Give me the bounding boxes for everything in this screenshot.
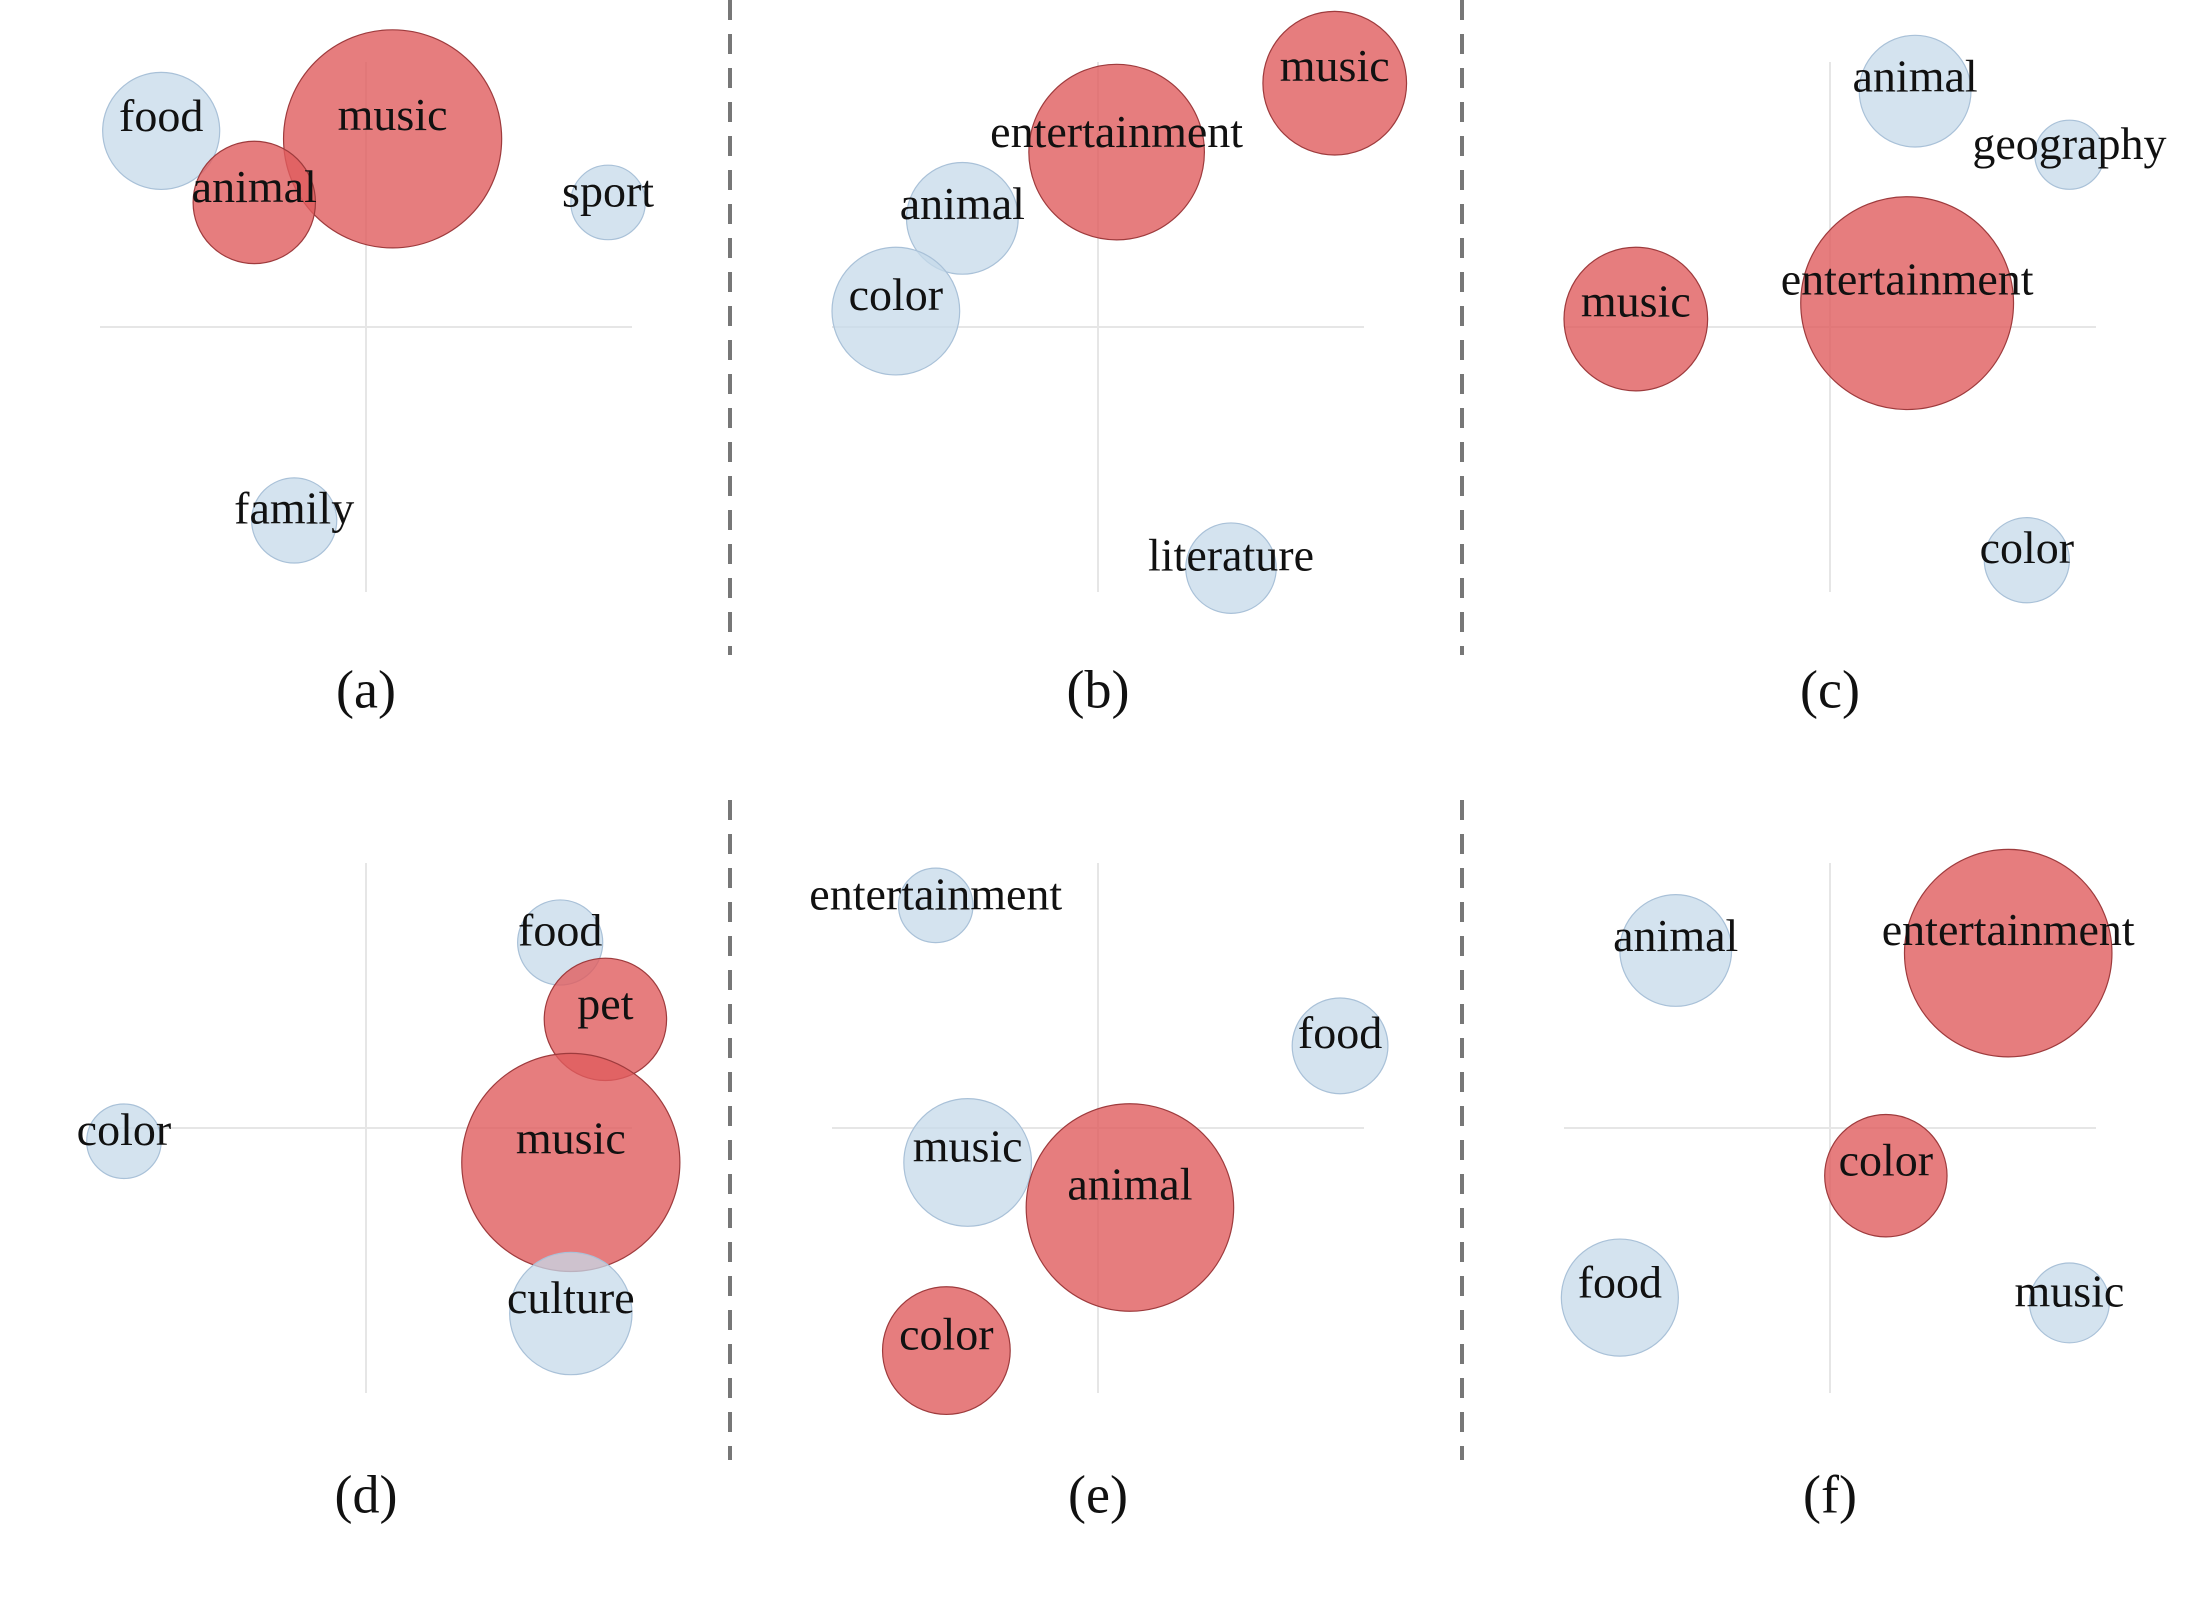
bubble-label-music: music: [516, 1112, 626, 1163]
panel-label: (b): [1067, 659, 1130, 719]
panel-label: (d): [335, 1464, 398, 1524]
bubble-label-color: color: [849, 269, 944, 320]
bubble-label-animal: animal: [1853, 51, 1978, 102]
bubble-family: [251, 477, 338, 564]
bubble-label-sport: sport: [562, 165, 654, 216]
bubble-label-entertainment: entertainment: [990, 106, 1243, 157]
bubble-entertainment: [897, 867, 974, 944]
bubble-color: [831, 246, 961, 376]
bubble-music: [282, 29, 503, 249]
bubble-food: [1560, 1238, 1679, 1357]
bubble-label-color: color: [77, 1104, 172, 1155]
panel-label: (a): [336, 659, 396, 719]
bubble-color: [1983, 517, 2070, 604]
bubble-label-food: food: [1578, 1257, 1662, 1308]
bubble-labels: entertainment food music animal color: [809, 868, 1382, 1359]
bubble-label-entertainment: entertainment: [809, 868, 1062, 919]
bubble-label-food: food: [119, 90, 203, 141]
panel-3: animal geography entertainment music color (c…: [1563, 34, 2167, 719]
bubbles: [102, 29, 646, 564]
bubbles: [831, 10, 1408, 614]
bubble-label-family: family: [234, 482, 354, 533]
bubbles: [1560, 848, 2113, 1357]
bubble-label-color: color: [1980, 522, 2075, 573]
bubble-entertainment: [1800, 196, 2015, 411]
bubble-label-animal: animal: [900, 178, 1025, 229]
panel-label: (f): [1803, 1464, 1857, 1524]
bubble-color: [1824, 1113, 1948, 1238]
panel-1: food music animal sport family (a): [100, 29, 654, 719]
bubble-label-literature: literature: [1148, 530, 1314, 581]
bubble-label-animal: animal: [1067, 1158, 1192, 1209]
bubble-label-culture: culture: [507, 1272, 635, 1323]
bubble-label-animal: animal: [192, 161, 317, 212]
panel-label: (c): [1800, 659, 1860, 719]
bubble-color: [86, 1103, 162, 1180]
panel-2: music entertainment animal color literature (…: [831, 10, 1408, 719]
bubble-label-music: music: [913, 1121, 1023, 1172]
bubbles: [881, 867, 1389, 1416]
bubble-label-entertainment: entertainment: [1781, 254, 2034, 305]
bubble-music: [1563, 246, 1709, 392]
bubble-label-music: music: [1581, 276, 1691, 327]
bubble-label-color: color: [1839, 1134, 1934, 1185]
panel-4: food pet color music culture (d): [77, 863, 681, 1524]
panel-5: entertainment food music animal color (e): [809, 863, 1389, 1524]
bubble-music: [2028, 1262, 2110, 1344]
bubble-label-animal: animal: [1613, 910, 1738, 961]
bubbles: [86, 899, 681, 1376]
bubble-labels: music entertainment animal color literature: [849, 40, 1390, 581]
bubble-culture: [509, 1251, 633, 1376]
bubble-food: [102, 71, 221, 191]
bubble-label-pet: pet: [577, 978, 633, 1029]
bubble-labels: animal entertainment color food music: [1578, 904, 2135, 1316]
bubble-labels: animal geography entertainment music color: [1581, 51, 2167, 573]
bubble-label-geography: geography: [1972, 118, 2166, 169]
bubble-animal: [905, 161, 1019, 275]
bubble-label-color: color: [899, 1309, 994, 1360]
bubble-animal: [192, 140, 317, 265]
bubble-label-music: music: [2014, 1265, 2124, 1316]
bubble-label-music: music: [1280, 40, 1390, 91]
bubble-literature: [1185, 522, 1277, 614]
bubble-entertainment: [1903, 848, 2113, 1058]
panel-6: animal entertainment color food music (f): [1560, 848, 2135, 1524]
bubble-label-food: food: [518, 904, 602, 955]
bubble-geography: [2034, 119, 2105, 190]
bubble-animal: [1858, 34, 1972, 148]
bubble-music: [903, 1098, 1033, 1227]
bubble-music: [1262, 10, 1408, 156]
bubble-animal: [1025, 1103, 1235, 1312]
bubble-sport: [570, 164, 646, 241]
bubble-animal: [1619, 893, 1733, 1007]
panel-label: (e): [1068, 1464, 1128, 1524]
bubble-color: [881, 1286, 1011, 1416]
bubble-label-entertainment: entertainment: [1882, 904, 2135, 955]
bubble-entertainment: [1028, 63, 1205, 241]
bubble-labels: food music animal sport family: [119, 89, 654, 534]
bubble-food: [1291, 997, 1389, 1095]
bubble-label-music: music: [338, 89, 448, 140]
bubble-label-food: food: [1298, 1007, 1382, 1058]
bubble-labels: food pet color music culture: [77, 904, 635, 1323]
bubbles: [1563, 34, 2105, 604]
